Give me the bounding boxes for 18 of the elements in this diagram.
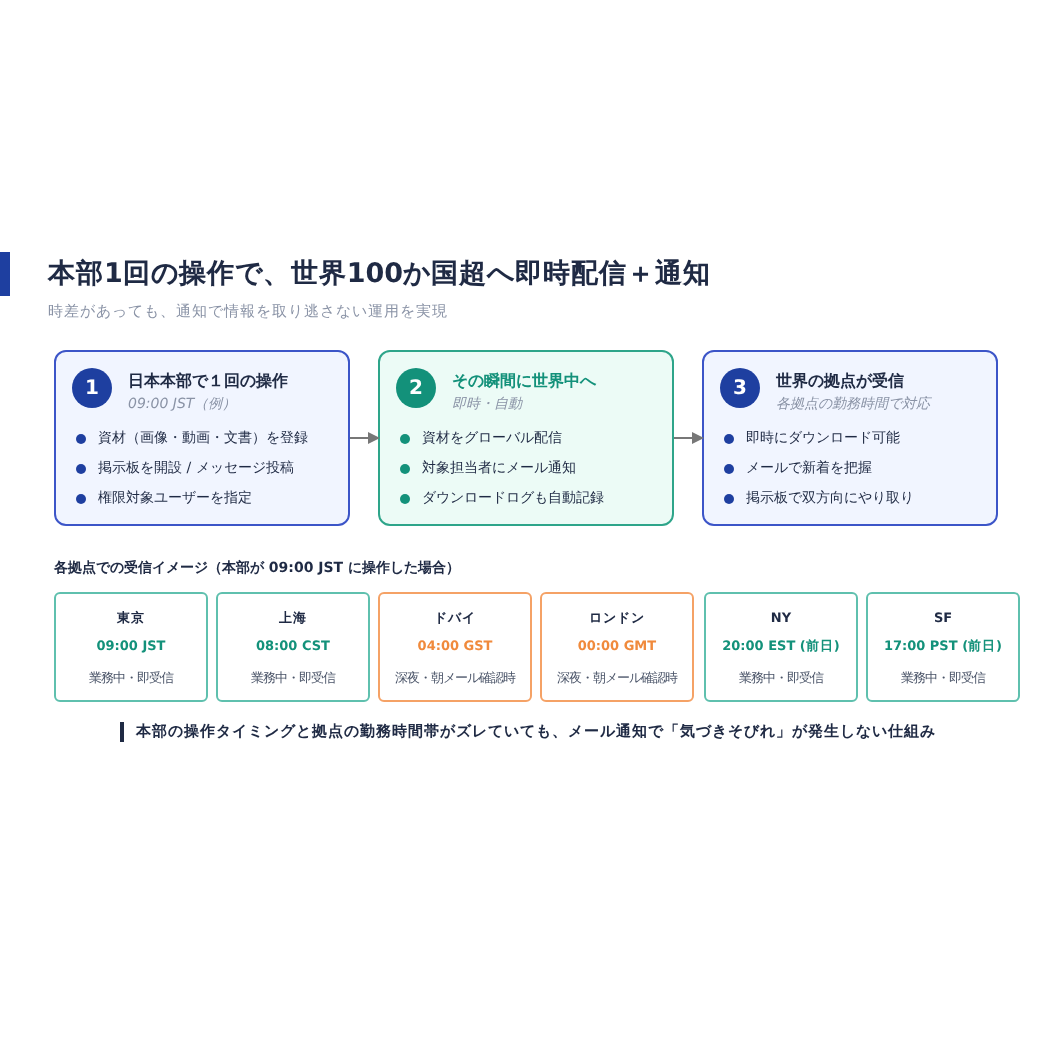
step-card xyxy=(378,350,674,526)
step-number-badge: 2 xyxy=(396,368,436,408)
card-title: その瞬間に世界中へ xyxy=(452,370,596,392)
card-title: 世界の拠点が受信 xyxy=(776,370,904,392)
step-card xyxy=(702,350,998,526)
city-card xyxy=(704,592,858,702)
arrow xyxy=(349,432,380,444)
city-card xyxy=(540,592,694,702)
step-card xyxy=(54,350,350,526)
city-card xyxy=(866,592,1020,702)
city-card xyxy=(216,592,370,702)
title: 本部1回の操作で、世界100か国超へ即時配信＋通知 xyxy=(48,256,712,292)
card-title: 日本本部で１回の操作 xyxy=(128,370,288,392)
city-card xyxy=(378,592,532,702)
arrow xyxy=(673,432,704,444)
step-number-badge: 3 xyxy=(720,368,760,408)
step-number-badge: 1 xyxy=(72,368,112,408)
city-card xyxy=(54,592,208,702)
